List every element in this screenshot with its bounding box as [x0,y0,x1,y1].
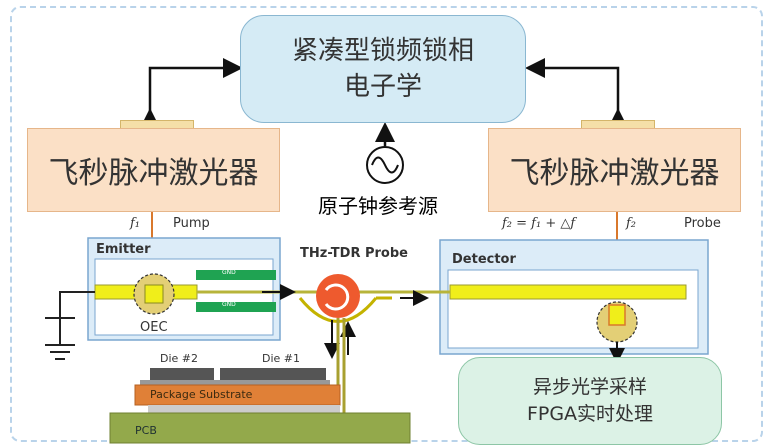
electronics-line2: 电子学 [343,72,422,102]
ground-symbol [45,291,95,360]
die-1-label: Die #1 [262,352,301,365]
f2-formula-label: f₂ = f₁ + △f [502,216,576,231]
sampling-line2: FPGA实时处理 [526,403,654,425]
f2-label: f₂ [626,216,637,231]
clock-label: 原子钟参考源 [318,194,438,218]
laser-left-box: 飞秒脉冲激光器 [27,128,280,212]
gnd-pad-bottom [196,302,276,312]
gnd-pad-top [196,270,276,280]
substrate-label: Package Substrate [150,388,253,401]
laser-right-box: 飞秒脉冲激光器 [488,128,741,212]
link-left-laser [140,58,243,128]
pcb-label: PCB [135,424,157,437]
oec-label: OEC [140,320,168,335]
electronics-line1: 紧凑型锁频锁相 [291,36,474,66]
detector-label: Detector [452,252,516,267]
link-right-laser [525,58,628,128]
pcb [109,412,411,444]
die-2 [150,368,214,380]
die-1 [220,368,326,380]
electronics-box: 紧凑型锁频锁相 电子学 [240,15,526,123]
detector-inner [447,269,699,349]
die-2-label: Die #2 [160,352,199,365]
sampling-line1: 异步光学采样 [532,376,647,398]
thz-probe [316,274,360,318]
probe-center-label: THz-TDR Probe [300,246,408,261]
gnd-label-top: GND [222,269,236,276]
gnd-label-bottom: GND [222,301,236,308]
sampling-box: 异步光学采样 FPGA实时处理 [458,357,722,445]
detector-strip [449,284,687,300]
pump-label: Pump [173,216,210,231]
f1-label: f₁ [130,216,141,231]
probe-label: Probe [684,216,721,231]
emitter-label: Emitter [96,242,151,257]
